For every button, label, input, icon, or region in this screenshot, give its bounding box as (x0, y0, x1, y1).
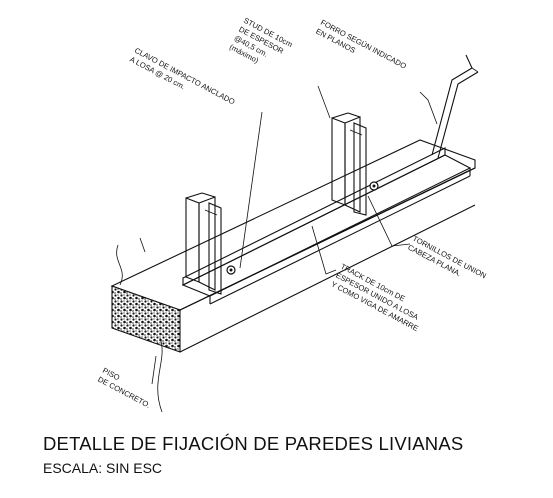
slab-section-hatch (111, 285, 181, 353)
label-stud: STUD DE 10cm DE ESPESOR @40,5 cm. (máxim… (228, 16, 294, 66)
leader-lines (151, 85, 438, 385)
drawing-scale: ESCALA: SIN ESC (43, 460, 163, 476)
label-tornillos: TORNILLOS DE UNION CABEZA PLANA. (406, 234, 487, 281)
concrete-slab (110, 139, 476, 413)
cladding-panel (431, 54, 479, 159)
drawing-title: DETALLE DE FIJACIÓN DE PAREDES LIVIANAS (43, 433, 464, 454)
svg-text:FORRO SEGÚN INDICADO: FORRO SEGÚN INDICADO (319, 18, 408, 71)
label-clavo: CLAVO DE IMPACTO ANCLADO A LOSA @ 20 cm. (128, 46, 236, 107)
svg-text:DE CONCRETO.: DE CONCRETO. (96, 375, 152, 410)
stud-right (331, 112, 367, 216)
label-track: TRACK DE 10cm DE ESPESOR UNIDO A LOSA Y … (330, 262, 421, 333)
stud-left (185, 192, 222, 295)
wall-fixing-detail-drawing: CLAVO DE IMPACTO ANCLADO A LOSA @ 20 cm.… (96, 16, 488, 413)
label-forro: FORRO SEGÚN INDICADO EN PLANOS (314, 18, 408, 71)
label-piso: PISO DE CONCRETO. (96, 366, 152, 410)
svg-text:CLAVO DE IMPACTO ANCLADO: CLAVO DE IMPACTO ANCLADO (133, 46, 236, 107)
track-channel (181, 147, 472, 305)
